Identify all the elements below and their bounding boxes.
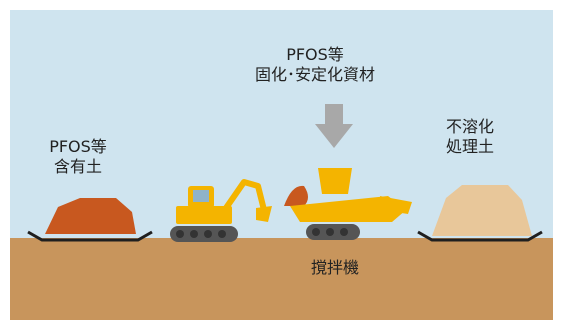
contaminated-soil-pile [27, 198, 153, 242]
right-liner-sheet [417, 230, 543, 242]
ground [10, 238, 553, 320]
treated-soil-label-line2: 処理土 [445, 137, 494, 156]
agent-label-line1: PFOS等 [286, 45, 344, 64]
agent-label: PFOS等 固化･安定化資材 [220, 45, 410, 85]
soil-in-mixer [284, 185, 308, 206]
mixer-label-text: 撹拌機 [310, 258, 359, 277]
down-arrow-icon [315, 104, 353, 148]
left-liner-sheet [27, 230, 153, 242]
excavator-icon [170, 179, 272, 242]
pfos-soil-label-line2: 含有土 [53, 157, 102, 176]
treated-soil-label-line1: 不溶化 [445, 117, 494, 136]
mixer-label: 撹拌機 [290, 258, 380, 278]
pfos-soil-label: PFOS等 含有土 [38, 137, 118, 177]
treated-soil-label: 不溶化 処理土 [430, 117, 510, 157]
agent-label-line2: 固化･安定化資材 [254, 65, 375, 84]
mixer-machine-icon [290, 168, 412, 240]
pfos-soil-label-line1: PFOS等 [49, 137, 107, 156]
treated-soil-pile [417, 185, 543, 242]
